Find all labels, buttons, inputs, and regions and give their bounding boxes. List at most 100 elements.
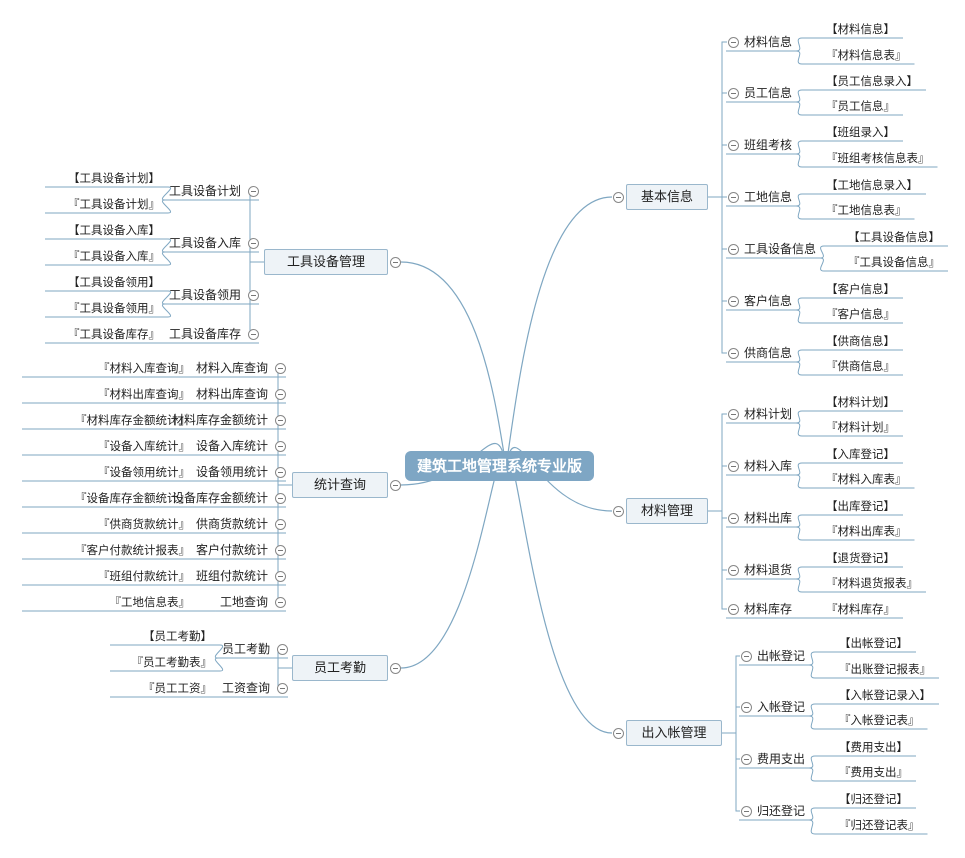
collapse-toggle-icon[interactable] — [727, 460, 739, 472]
collapse-toggle-icon[interactable] — [727, 139, 739, 151]
leaf-topic[interactable]: 『员工信息』 — [826, 99, 895, 113]
collapse-toggle-icon[interactable] — [727, 603, 739, 615]
leaf-topic[interactable]: 『材料出库表』 — [826, 524, 907, 538]
leaf-topic[interactable]: 【工地信息录入】 — [826, 178, 918, 192]
leaf-topic[interactable]: 【工具设备入库】 — [68, 223, 160, 237]
collapse-toggle-icon[interactable] — [247, 237, 259, 249]
leaf-topic[interactable]: 『班组付款统计』 — [98, 569, 190, 583]
leaf-topic[interactable]: 【费用支出】 — [839, 740, 908, 754]
leaf-topic[interactable]: 『材料计划』 — [826, 420, 895, 434]
collapse-toggle-icon[interactable] — [740, 805, 752, 817]
leaf-topic[interactable]: 『员工工资』 — [143, 681, 212, 695]
collapse-toggle-icon[interactable] — [727, 243, 739, 255]
leaf-topic[interactable]: 【工具设备领用】 — [68, 275, 160, 289]
collapse-toggle-icon[interactable] — [389, 256, 401, 268]
leaf-topic[interactable]: 『工地信息表』 — [826, 203, 907, 217]
leaf-topic[interactable]: 『工地信息表』 — [109, 595, 191, 609]
leaf-topic[interactable]: 【班组录入】 — [826, 125, 895, 139]
collapse-toggle-icon[interactable] — [740, 650, 752, 662]
sub-topic[interactable]: 供商货款统计 — [195, 517, 268, 531]
collapse-toggle-icon[interactable] — [274, 492, 286, 504]
collapse-toggle-icon[interactable] — [247, 289, 259, 301]
leaf-topic[interactable]: 『客户信息』 — [826, 307, 895, 321]
leaf-topic[interactable]: 『供商信息』 — [826, 359, 895, 373]
collapse-toggle-icon[interactable] — [274, 544, 286, 556]
sub-topic[interactable]: 供商信息 — [744, 346, 793, 360]
collapse-toggle-icon[interactable] — [727, 512, 739, 524]
leaf-topic[interactable]: 『材料入库查询』 — [98, 361, 190, 375]
leaf-topic[interactable]: 『工具设备计划』 — [68, 197, 160, 211]
collapse-toggle-icon[interactable] — [389, 662, 401, 674]
leaf-topic[interactable]: 『出账登记报表』 — [839, 662, 931, 676]
sub-topic[interactable]: 设备入库统计 — [195, 439, 268, 453]
branch-attendance[interactable]: 员工考勤 — [292, 655, 388, 681]
collapse-toggle-icon[interactable] — [274, 518, 286, 530]
sub-topic[interactable]: 工资查询 — [221, 681, 270, 695]
leaf-topic[interactable]: 『工具设备领用』 — [68, 301, 160, 315]
leaf-topic[interactable]: 『费用支出』 — [839, 765, 908, 779]
sub-topic[interactable]: 客户信息 — [744, 294, 793, 308]
collapse-toggle-icon[interactable] — [727, 295, 739, 307]
leaf-topic[interactable]: 『供商货款统计』 — [98, 517, 190, 531]
collapse-toggle-icon[interactable] — [727, 347, 739, 359]
sub-topic[interactable]: 材料信息 — [744, 35, 793, 49]
collapse-toggle-icon[interactable] — [274, 362, 286, 374]
leaf-topic[interactable]: 『材料库存』 — [826, 602, 895, 616]
collapse-toggle-icon[interactable] — [727, 36, 739, 48]
leaf-topic[interactable]: 『客户付款统计报表』 — [75, 543, 190, 557]
leaf-topic[interactable]: 【工具设备计划】 — [68, 171, 160, 185]
sub-topic[interactable]: 费用支出 — [757, 752, 806, 766]
collapse-toggle-icon[interactable] — [247, 185, 259, 197]
sub-topic[interactable]: 材料出库 — [744, 511, 793, 525]
branch-tools[interactable]: 工具设备管理 — [264, 249, 388, 275]
collapse-toggle-icon[interactable] — [389, 479, 401, 491]
sub-topic[interactable]: 员工考勤 — [221, 642, 270, 656]
collapse-toggle-icon[interactable] — [740, 701, 752, 713]
sub-topic[interactable]: 工地查询 — [219, 595, 268, 609]
leaf-topic[interactable]: 【材料计划】 — [826, 395, 895, 409]
branch-stats[interactable]: 统计查询 — [292, 472, 388, 498]
collapse-toggle-icon[interactable] — [274, 570, 286, 582]
sub-topic[interactable]: 归还登记 — [757, 804, 806, 818]
leaf-topic[interactable]: 『材料库存金额统计』 — [75, 413, 190, 427]
sub-topic[interactable]: 客户付款统计 — [195, 543, 268, 557]
sub-topic[interactable]: 材料入库查询 — [195, 361, 268, 375]
sub-topic[interactable]: 工具设备计划 — [168, 184, 241, 198]
leaf-topic[interactable]: 『材料出库查询』 — [98, 387, 190, 401]
collapse-toggle-icon[interactable] — [727, 87, 739, 99]
collapse-toggle-icon[interactable] — [727, 564, 739, 576]
root-topic[interactable]: 建筑工地管理系统专业版 — [405, 451, 595, 481]
branch-material[interactable]: 材料管理 — [626, 498, 708, 524]
leaf-topic[interactable]: 『班组考核信息表』 — [826, 151, 930, 165]
leaf-topic[interactable]: 【出帐登记】 — [839, 636, 908, 650]
collapse-toggle-icon[interactable] — [276, 643, 288, 655]
sub-topic[interactable]: 工地信息 — [744, 190, 793, 204]
leaf-topic[interactable]: 『设备入库统计』 — [98, 439, 190, 453]
sub-topic[interactable]: 材料退货 — [744, 563, 793, 577]
collapse-toggle-icon[interactable] — [727, 191, 739, 203]
collapse-toggle-icon[interactable] — [247, 328, 259, 340]
collapse-toggle-icon[interactable] — [276, 682, 288, 694]
leaf-topic[interactable]: 『归还登记表』 — [839, 818, 920, 832]
leaf-topic[interactable]: 『工具设备信息』 — [848, 255, 940, 269]
leaf-topic[interactable]: 『材料入库表』 — [826, 472, 907, 486]
leaf-topic[interactable]: 『员工考勤表』 — [131, 655, 213, 669]
leaf-topic[interactable]: 【供商信息】 — [826, 334, 895, 348]
leaf-topic[interactable]: 『材料信息表』 — [826, 48, 907, 62]
collapse-toggle-icon[interactable] — [274, 596, 286, 608]
sub-topic[interactable]: 材料库存金额统计 — [171, 413, 268, 427]
leaf-topic[interactable]: 【员工信息录入】 — [826, 74, 918, 88]
collapse-toggle-icon[interactable] — [740, 753, 752, 765]
collapse-toggle-icon[interactable] — [274, 440, 286, 452]
leaf-topic[interactable]: 『材料退货报表』 — [826, 576, 918, 590]
collapse-toggle-icon[interactable] — [274, 466, 286, 478]
collapse-toggle-icon[interactable] — [727, 408, 739, 420]
sub-topic[interactable]: 入帐登记 — [757, 700, 806, 714]
leaf-topic[interactable]: 【入库登记】 — [826, 447, 895, 461]
sub-topic[interactable]: 班组付款统计 — [195, 569, 268, 583]
branch-accounts[interactable]: 出入帐管理 — [626, 720, 722, 746]
sub-topic[interactable]: 出帐登记 — [757, 649, 806, 663]
leaf-topic[interactable]: 【材料信息】 — [826, 22, 895, 36]
leaf-topic[interactable]: 【出库登记】 — [826, 499, 895, 513]
leaf-topic[interactable]: 【归还登记】 — [839, 792, 908, 806]
